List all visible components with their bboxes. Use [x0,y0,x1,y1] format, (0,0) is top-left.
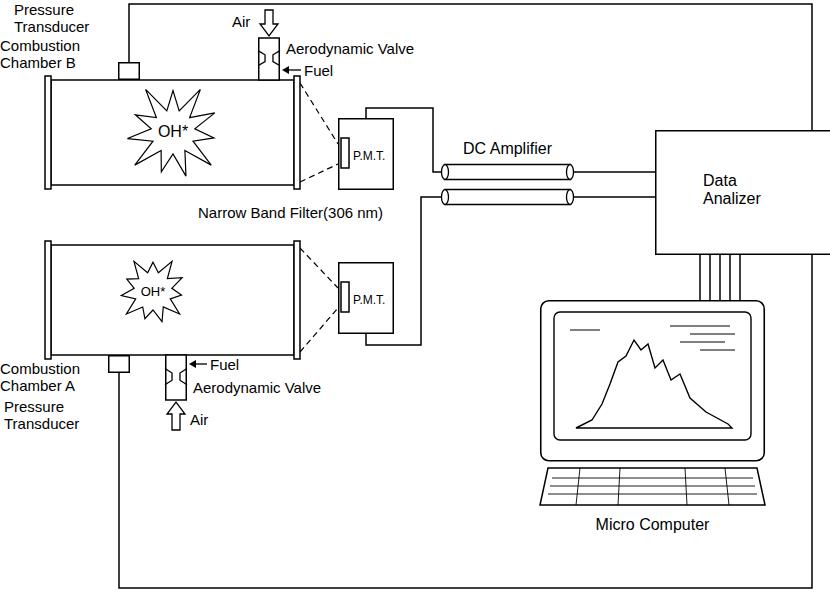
photomultiplier-tube: P.M.T. [338,262,394,334]
pressure-transducer: Pressure Transducer [108,355,130,373]
aerodynamic-valve: Aerodynamic Valve [258,38,280,80]
transducer-body [109,356,130,373]
signal-wire [700,255,740,300]
text-holder: DC Amplifier [445,140,570,158]
fuel-inlet-line [287,69,301,70]
photomultiplier-tube: P.M.T. [338,118,394,190]
text-holder: Combustion Chamber B [0,38,92,72]
monitor-screen [554,312,751,440]
air-inlet-arrow [260,10,278,36]
pmt-body [339,119,394,190]
component-label: Aerodynamic Valve [193,380,321,397]
valve-tube [259,38,280,80]
component-label: Aerodynamic Valve [286,41,414,58]
label-holder: Air [232,13,250,31]
amplifier-body [445,165,570,180]
dc-amplifier: DC Amplifier [445,140,570,210]
valve-tube [166,355,187,400]
chamber-body [51,80,294,185]
species-label: OH* [158,123,188,141]
keyboard-keys [548,468,757,505]
transducer-outline [118,62,140,80]
filter-label: Narrow Band Filter(306 nm) [196,205,385,222]
aerodynamic-valve: Aerodynamic Valve [165,355,187,400]
flame-star [121,261,182,321]
computer-drawing [540,301,765,505]
text-holder: P.M.T. [353,290,385,308]
chamber-flange [45,76,51,189]
keyboard [540,468,765,505]
chamber-flange [294,241,300,359]
valve-outline [165,355,187,400]
signal-wire [570,196,655,198]
text-holder: OH* [158,123,188,141]
filter-window [341,282,349,312]
text-holder: Combustion Chamber A [0,361,92,395]
component-label: Micro Computer [596,516,710,534]
spectrum-plot [576,340,732,428]
transducer-body [119,63,140,80]
amplifier-cap [567,165,574,180]
component-label: Combustion Chamber A [0,361,92,394]
component-label: P.M.T. [353,150,385,163]
species-label: OH* [141,285,166,299]
component-label: DC Amplifier [463,140,552,158]
label-holder: Fuel [210,356,239,374]
text-holder: Micro Computer [540,516,765,534]
air-label: Air [190,412,208,429]
valve-outline [258,38,280,80]
component-label: Combustion Chamber B [0,38,92,71]
transducer-outline [108,355,130,373]
amplifier-cap [567,190,574,205]
valve-throat [258,51,280,66]
text-holder: Pressure Transducer [4,399,100,433]
computer-outline [540,300,765,550]
label-holder: Narrow Band Filter(306 nm) [196,204,385,222]
air-label: Air [232,14,250,31]
amplifier-cap [442,190,449,205]
chamber-outline [45,245,300,355]
micro-computer: Micro Computer [540,300,765,550]
filter-window [341,138,349,168]
text-holder: Pressure Transducer [14,2,110,36]
component-label: Data Analizer [703,172,793,207]
combustion-chamber: Combustion Chamber AOH* [45,245,300,355]
data-analyzer: Data Analizer [655,130,830,255]
amplifier-body [445,190,570,205]
pressure-transducer: Pressure Transducer [118,62,140,80]
component-label: P.M.T. [353,294,385,307]
label-holder: Air [190,411,208,429]
flame-star [127,89,214,176]
combustion-chamber: Combustion Chamber BOH* [45,80,300,185]
signal-wire [570,171,655,173]
label-holder: Fuel [304,62,333,80]
text-holder: Aerodynamic Valve [193,379,321,397]
fuel-inlet-head [189,360,196,368]
text-holder: P.M.T. [353,146,385,164]
fuel-label: Fuel [304,63,333,80]
component-label: Pressure Transducer [4,399,100,432]
text-holder: Aerodynamic Valve [286,40,414,58]
pmt-body [339,263,394,334]
text-holder: Data Analizer [703,172,793,208]
amplifier-cap [442,165,449,180]
text-holder: OH* [141,282,166,300]
optical-path [300,248,338,352]
analyzer-body [656,131,830,255]
chamber-body [51,245,294,355]
screen-text-lines [570,326,735,350]
fuel-label: Fuel [210,357,239,374]
component-label: Pressure Transducer [14,2,110,35]
monitor-case [541,301,765,461]
valve-throat [165,369,187,385]
air-inlet-arrow [167,402,185,430]
chamber-flange [45,241,51,359]
chamber-flange [294,76,300,189]
optical-path [300,83,338,182]
fuel-inlet-head [282,66,289,74]
